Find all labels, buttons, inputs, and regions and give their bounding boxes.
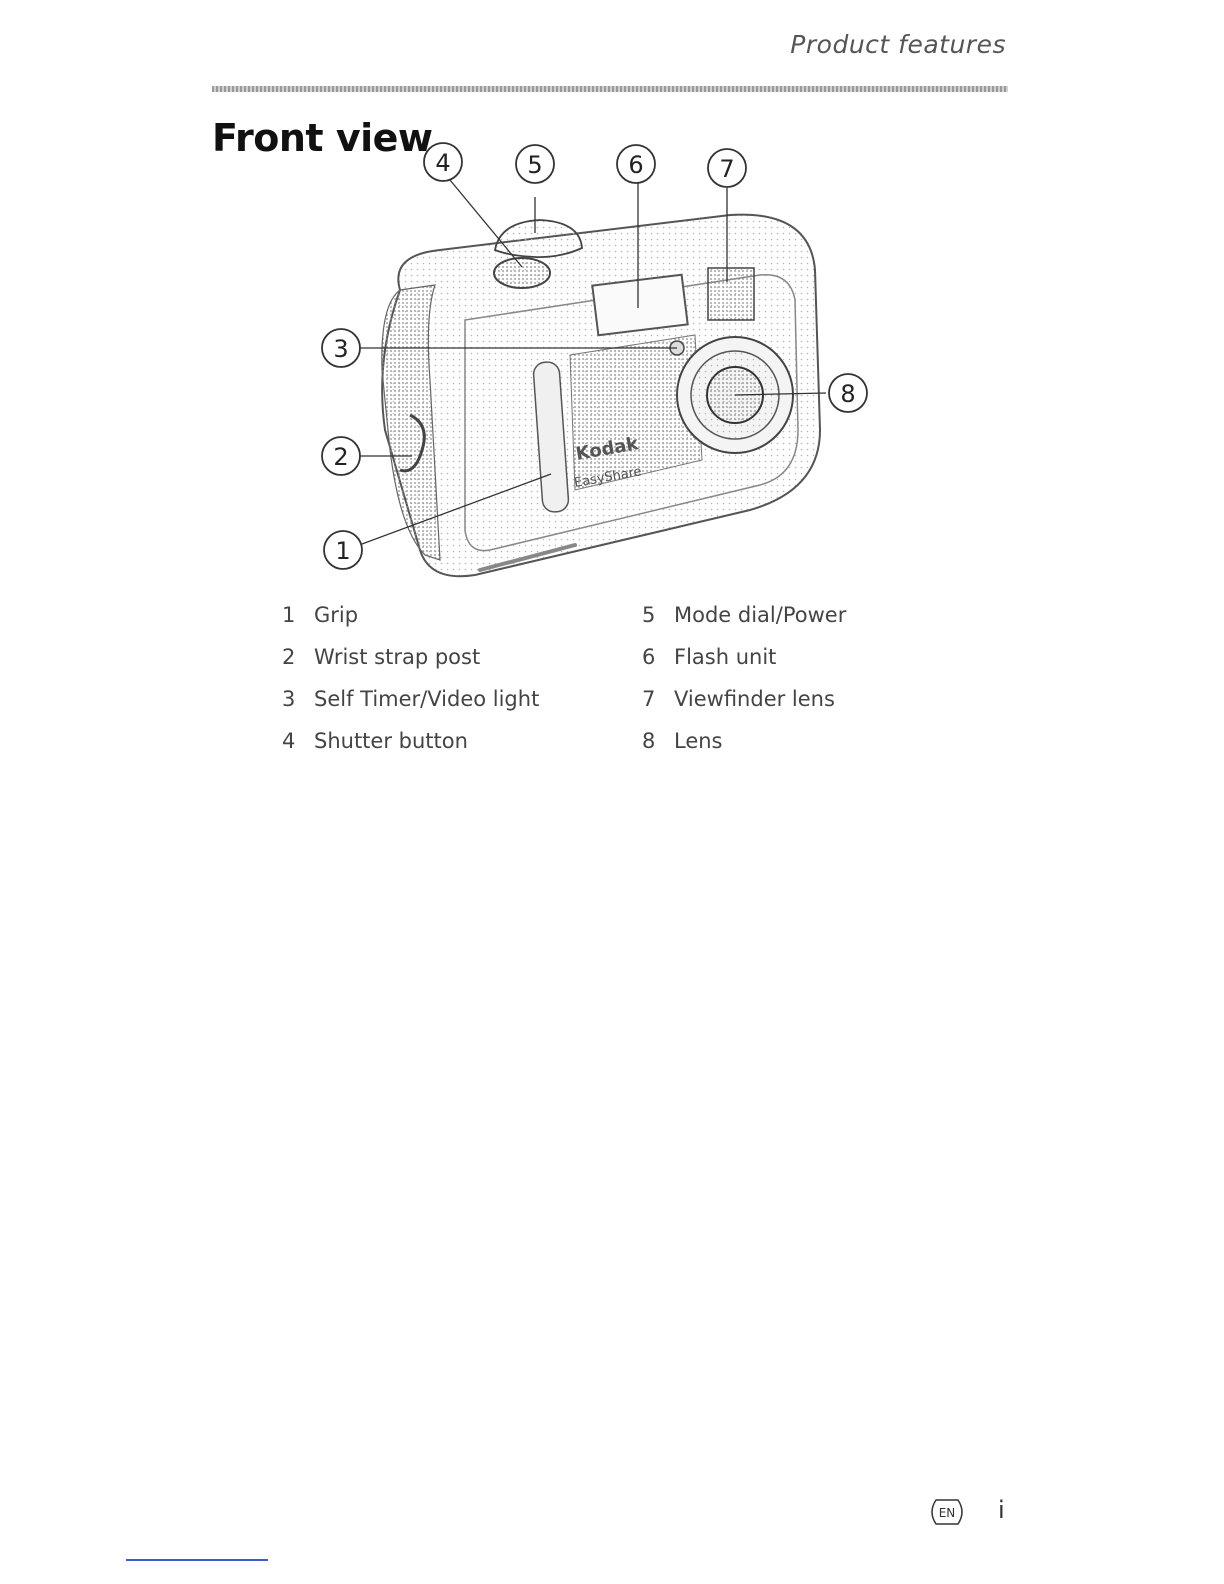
legend-label: Viewfinder lens <box>674 687 835 711</box>
legend-item: 2 Wrist strap post <box>282 642 642 672</box>
legend-item: 6 Flash unit <box>642 642 882 672</box>
callout-5: 5 <box>516 145 554 183</box>
legend-label: Wrist strap post <box>314 645 480 669</box>
callout-3: 3 <box>322 329 360 367</box>
legend-item: 4 Shutter button <box>282 726 642 756</box>
legend-number: 6 <box>642 645 674 669</box>
language-badge-text: EN <box>939 1506 956 1520</box>
page-number: i <box>998 1496 1005 1524</box>
svg-text:8: 8 <box>840 380 855 408</box>
footer-link-line <box>126 1559 268 1561</box>
legend-number: 4 <box>282 729 314 753</box>
mode-dial <box>495 220 582 257</box>
running-header: Product features <box>790 30 1006 59</box>
legend-number: 2 <box>282 645 314 669</box>
legend-item: 8 Lens <box>642 726 882 756</box>
svg-text:3: 3 <box>333 335 348 363</box>
svg-text:7: 7 <box>719 155 734 183</box>
shutter-button <box>494 258 550 288</box>
svg-text:1: 1 <box>335 537 350 565</box>
legend-item: 1 Grip <box>282 600 642 630</box>
callout-1: 1 <box>324 531 362 569</box>
callout-8: 8 <box>829 374 867 412</box>
legend-item: 7 Viewfinder lens <box>642 684 882 714</box>
svg-text:2: 2 <box>333 443 348 471</box>
svg-text:4: 4 <box>435 149 450 177</box>
legend-number: 8 <box>642 729 674 753</box>
legend-label: Self Timer/Video light <box>314 687 539 711</box>
legend-label: Grip <box>314 603 358 627</box>
camera-front-view-figure: Kodak EasyShare <box>290 130 910 590</box>
legend-number: 3 <box>282 687 314 711</box>
language-badge-icon: EN <box>928 1497 968 1527</box>
parts-legend: 1 Grip 5 Mode dial/Power 2 Wrist strap p… <box>282 600 882 756</box>
callout-4: 4 <box>424 143 462 181</box>
legend-label: Flash unit <box>674 645 776 669</box>
legend-label: Lens <box>674 729 723 753</box>
camera-illustration: Kodak EasyShare <box>290 130 910 590</box>
callout-7: 7 <box>708 149 746 187</box>
legend-item: 5 Mode dial/Power <box>642 600 882 630</box>
legend-label: Mode dial/Power <box>674 603 846 627</box>
header-rule <box>212 86 1008 92</box>
legend-label: Shutter button <box>314 729 468 753</box>
legend-number: 1 <box>282 603 314 627</box>
callout-2: 2 <box>322 437 360 475</box>
flash-unit <box>592 275 687 336</box>
legend-item: 3 Self Timer/Video light <box>282 684 642 714</box>
legend-number: 7 <box>642 687 674 711</box>
viewfinder-lens <box>708 268 754 320</box>
svg-text:6: 6 <box>628 151 643 179</box>
svg-text:5: 5 <box>527 151 542 179</box>
callout-6: 6 <box>617 145 655 183</box>
legend-number: 5 <box>642 603 674 627</box>
